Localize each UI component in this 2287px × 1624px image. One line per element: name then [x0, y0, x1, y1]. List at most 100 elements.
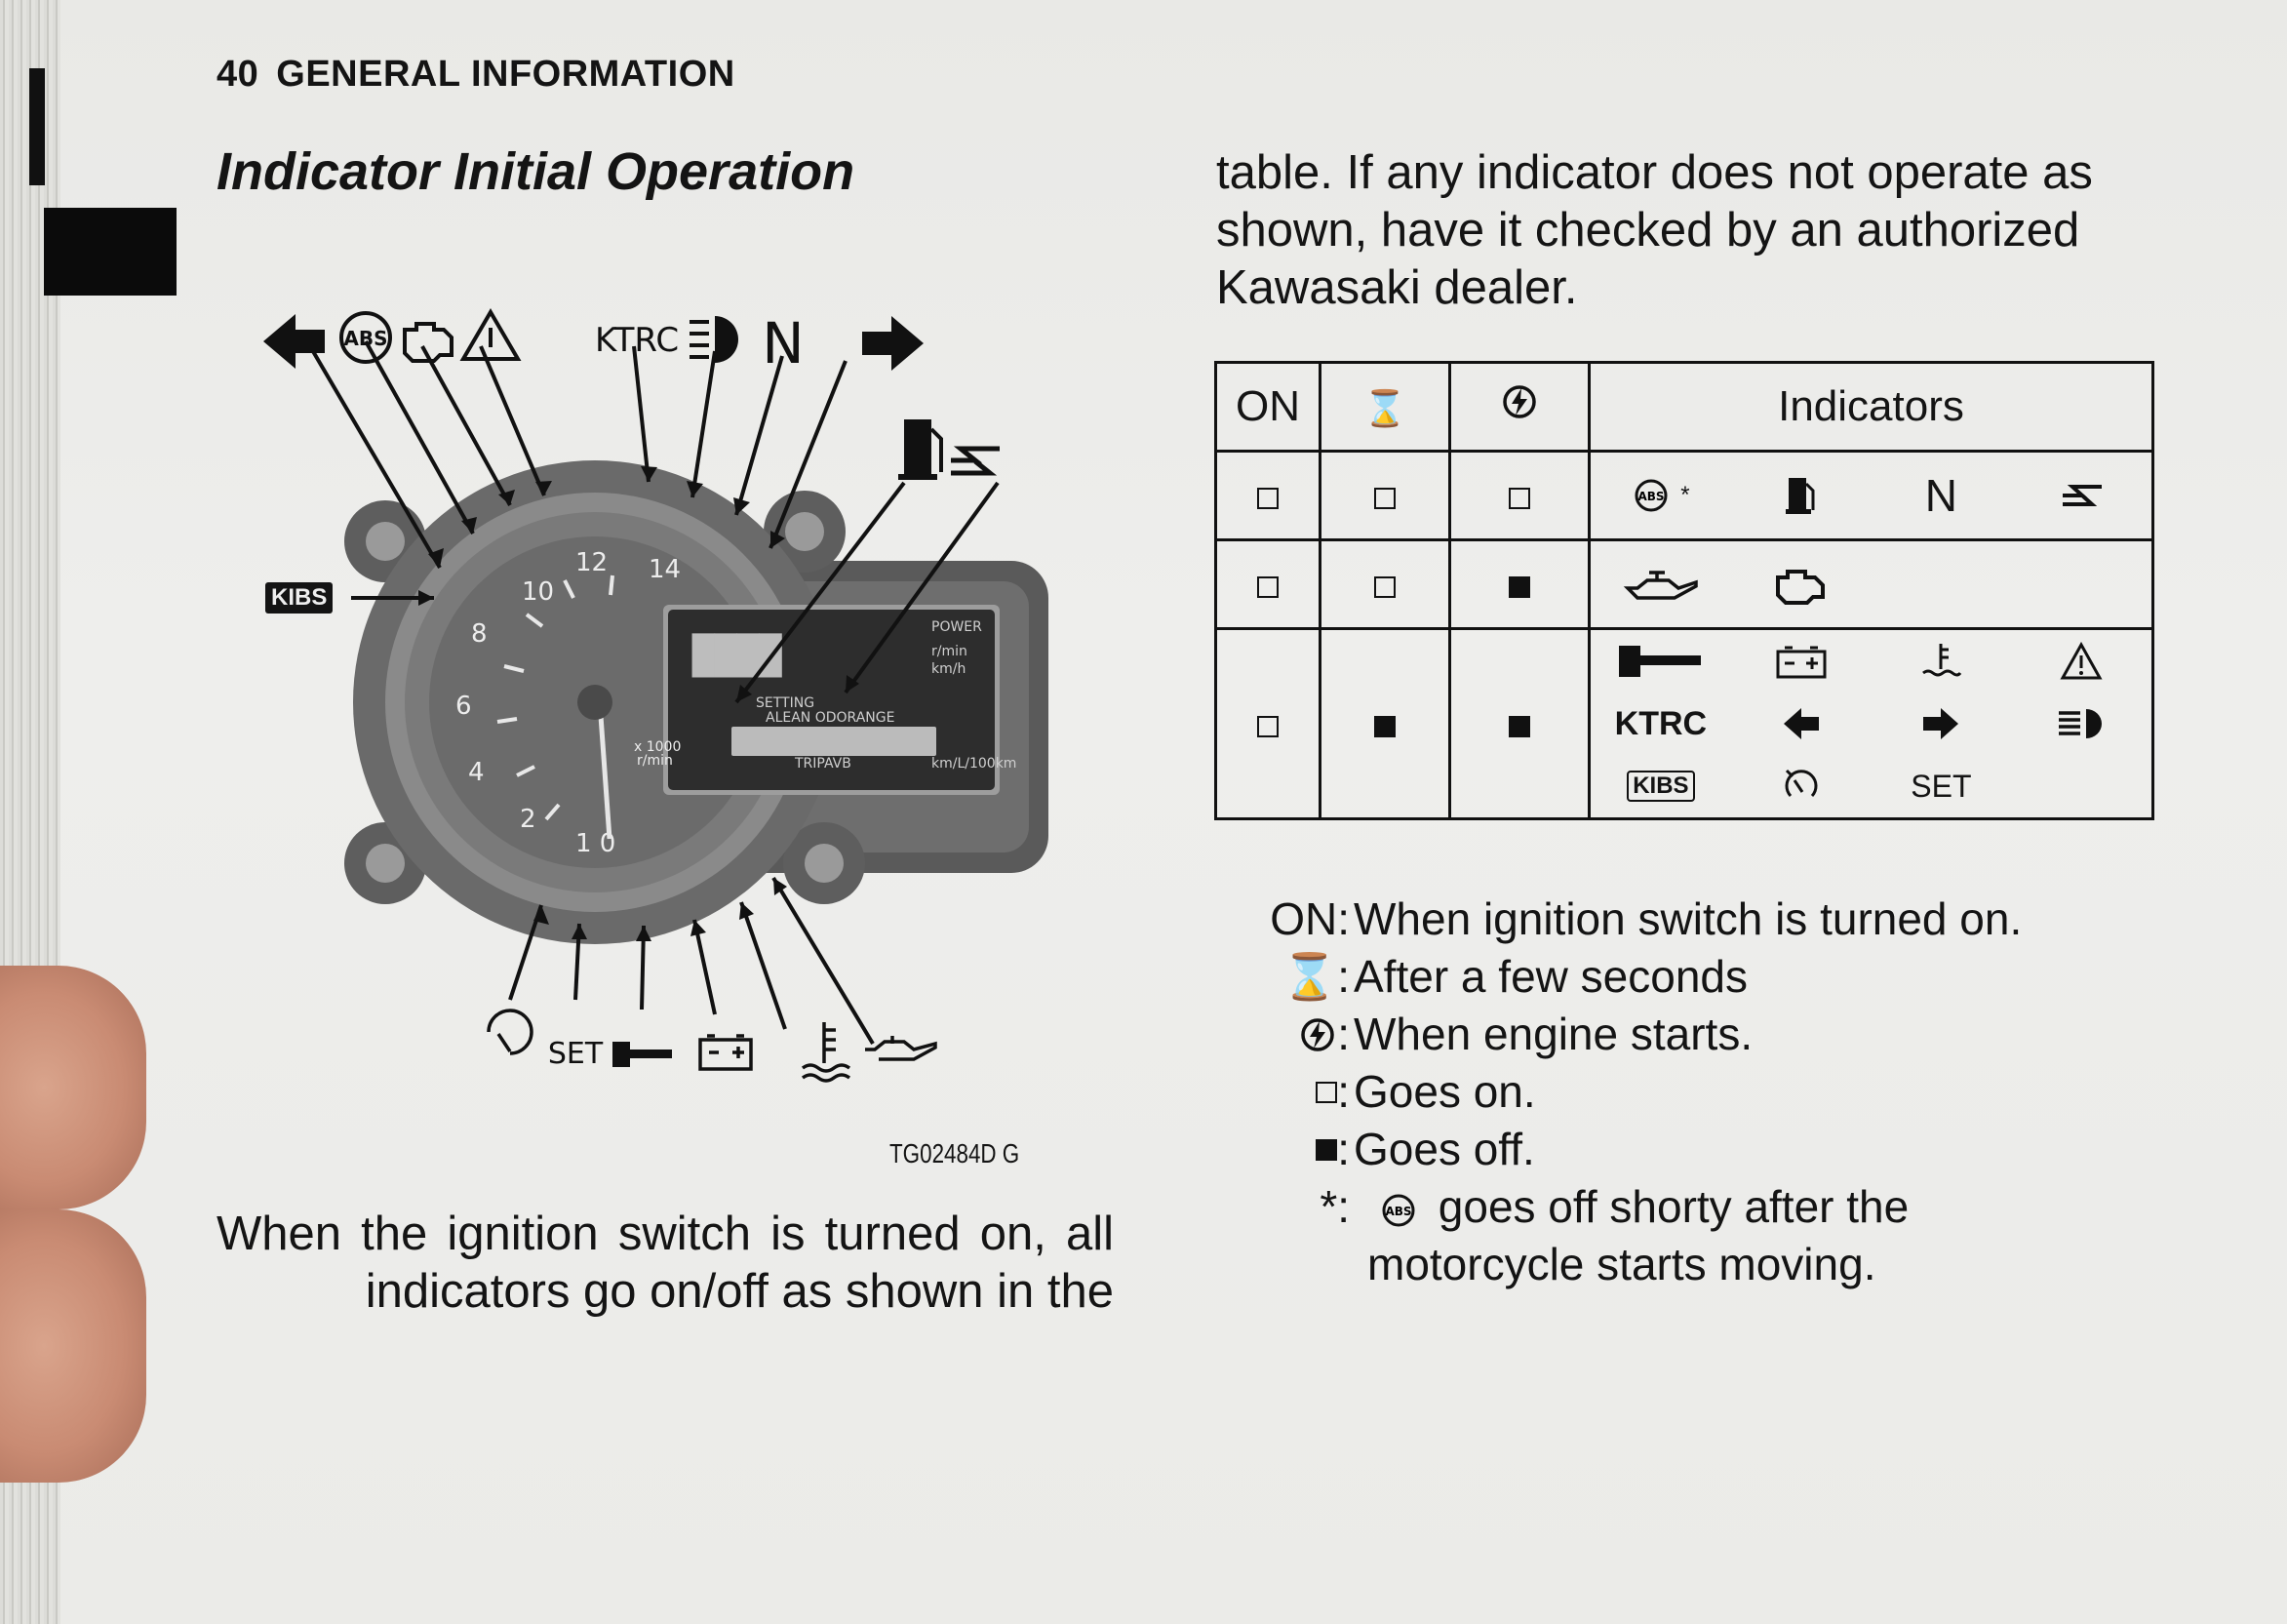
fuel-icon — [898, 419, 943, 480]
high-beam-icon — [690, 316, 738, 363]
battery-icon — [1775, 644, 1828, 679]
row1-engine — [1448, 450, 1591, 541]
svg-text:km/h: km/h — [931, 661, 966, 677]
open-square-icon — [1257, 716, 1279, 737]
legend-text-after: After a few seconds — [1354, 951, 1748, 1002]
row2-indicators — [1588, 538, 2154, 630]
filled-square-icon — [1509, 716, 1530, 737]
legend-key-on: ON: — [1270, 893, 1350, 944]
header-after-seconds: ⌛ — [1319, 361, 1451, 453]
battery-icon — [698, 1034, 753, 1071]
cruise-icon — [1779, 767, 1824, 806]
coolant-icon — [801, 1022, 851, 1083]
row3-on — [1214, 627, 1321, 820]
row1-after — [1319, 450, 1451, 541]
immobilizer-icon — [951, 446, 1000, 476]
kibs-label: KIBS — [1627, 771, 1695, 802]
engine-warning-icon — [403, 322, 453, 363]
cruise-icon — [487, 1009, 533, 1055]
filled-square-icon — [1374, 716, 1396, 737]
svg-text:14: 14 — [649, 555, 681, 584]
svg-text:████: ████ — [691, 633, 783, 678]
open-square-icon — [1374, 576, 1396, 598]
row3-indicators: KTRC KIBS SET — [1588, 627, 2154, 820]
left-turn-icon — [263, 314, 325, 369]
svg-text:ABS: ABS — [1638, 490, 1665, 503]
legend-text-note2: motorcycle starts moving. — [1367, 1239, 1876, 1289]
left-turn-icon — [1782, 706, 1821, 741]
header-on: ON — [1214, 361, 1321, 453]
filled-square-icon — [1316, 1138, 1338, 1161]
hourglass-icon: ⌛ — [1362, 388, 1407, 428]
legend-row-filled: : Goes off. — [1266, 1121, 2022, 1178]
ktrc-label: KTRC — [1614, 704, 1708, 742]
legend-row-engine: : When engine starts. — [1266, 1006, 2022, 1063]
svg-text:ABS: ABS — [343, 327, 387, 350]
paragraph-right: table. If any indicator does not operate… — [1216, 146, 2093, 314]
legend-row-note-cont: motorcycle starts moving. — [1367, 1236, 2022, 1293]
thumb-tab-mark — [29, 68, 45, 185]
abs-icon: ABS — [1382, 1194, 1415, 1227]
figure-code: TG02484D G — [889, 1138, 1020, 1168]
open-square-icon — [1316, 1081, 1338, 1103]
svg-text:r/min: r/min — [931, 644, 967, 659]
figure-set-label: SET — [548, 1037, 604, 1071]
high-beam-icon — [2053, 705, 2110, 742]
right-turn-icon — [1921, 706, 1960, 741]
svg-text:km/L/100km: km/L/100km — [931, 756, 1016, 772]
svg-text:8: 8 — [471, 619, 488, 649]
open-square-icon — [1257, 576, 1279, 598]
row3-after — [1319, 627, 1451, 820]
legend: ON: When ignition switch is turned on. ⌛… — [1266, 891, 2022, 1293]
paragraph-left: When the ignition switch is turned on, a… — [217, 1208, 1114, 1318]
open-square-icon — [1374, 488, 1396, 509]
abs-icon: ABS * — [1632, 476, 1690, 515]
svg-text:x 1000: x 1000 — [634, 739, 681, 755]
warning-triangle-icon — [459, 308, 522, 361]
legend-text-filled: Goes off. — [1354, 1124, 1535, 1174]
open-square-icon — [1257, 488, 1279, 509]
row2-on — [1214, 538, 1321, 630]
finger-bottom — [0, 1209, 146, 1483]
engine-warning-icon — [1772, 564, 1831, 605]
legend-row-note: *: ABS goes off shorty after the — [1266, 1178, 2022, 1236]
fuel-icon — [1785, 474, 1818, 517]
engine-start-icon — [1500, 382, 1539, 421]
page-title: Indicator Initial Operation — [217, 142, 855, 201]
svg-text:ABS: ABS — [1385, 1205, 1411, 1218]
svg-text:12: 12 — [575, 548, 608, 577]
legend-text-engine: When engine starts. — [1354, 1009, 1754, 1059]
row2-engine — [1448, 538, 1591, 630]
meter-diagram: ████ SETTING ALEAN ODORANGE TRIPAVB POWE… — [263, 308, 1048, 1083]
abs-icon: ABS — [339, 311, 392, 364]
row2-after — [1319, 538, 1451, 630]
row3-engine — [1448, 627, 1591, 820]
legend-row-on: ON: When ignition switch is turned on. — [1266, 891, 2022, 948]
open-square-icon — [1509, 488, 1530, 509]
oil-icon — [1622, 567, 1700, 602]
coolant-icon — [1919, 642, 1962, 681]
right-turn-icon — [862, 316, 924, 371]
oil-icon — [865, 1036, 937, 1061]
hourglass-icon: ⌛: — [1281, 951, 1350, 1002]
legend-row-after: ⌛: After a few seconds — [1266, 948, 2022, 1006]
immobilizer-icon — [2057, 479, 2106, 512]
svg-text:ALEAN ODORANGE: ALEAN ODORANGE — [766, 710, 894, 726]
page-number: 40 — [217, 54, 259, 95]
svg-text:r/min: r/min — [637, 753, 673, 769]
svg-text:10: 10 — [522, 577, 554, 607]
meter-illustration: ████ SETTING ALEAN ODORANGE TRIPAVB POWE… — [249, 293, 1087, 1131]
set-label: SET — [1911, 768, 1972, 804]
legend-text-open: Goes on. — [1354, 1066, 1536, 1117]
abs-note: * — [1680, 482, 1690, 508]
row1-indicators: ABS * N — [1588, 450, 2154, 541]
legend-text-note: goes off shorty after the — [1438, 1181, 1910, 1232]
svg-text:SETTING: SETTING — [756, 695, 814, 711]
indicator-table: ON ⌛ Indicators ABS* N — [1214, 361, 2154, 820]
svg-text:4: 4 — [468, 758, 485, 787]
neutral-icon: N — [1924, 470, 1957, 521]
legend-key-note: *: — [1320, 1181, 1350, 1232]
header-engine-start — [1448, 361, 1591, 453]
svg-text:6: 6 — [455, 692, 472, 721]
